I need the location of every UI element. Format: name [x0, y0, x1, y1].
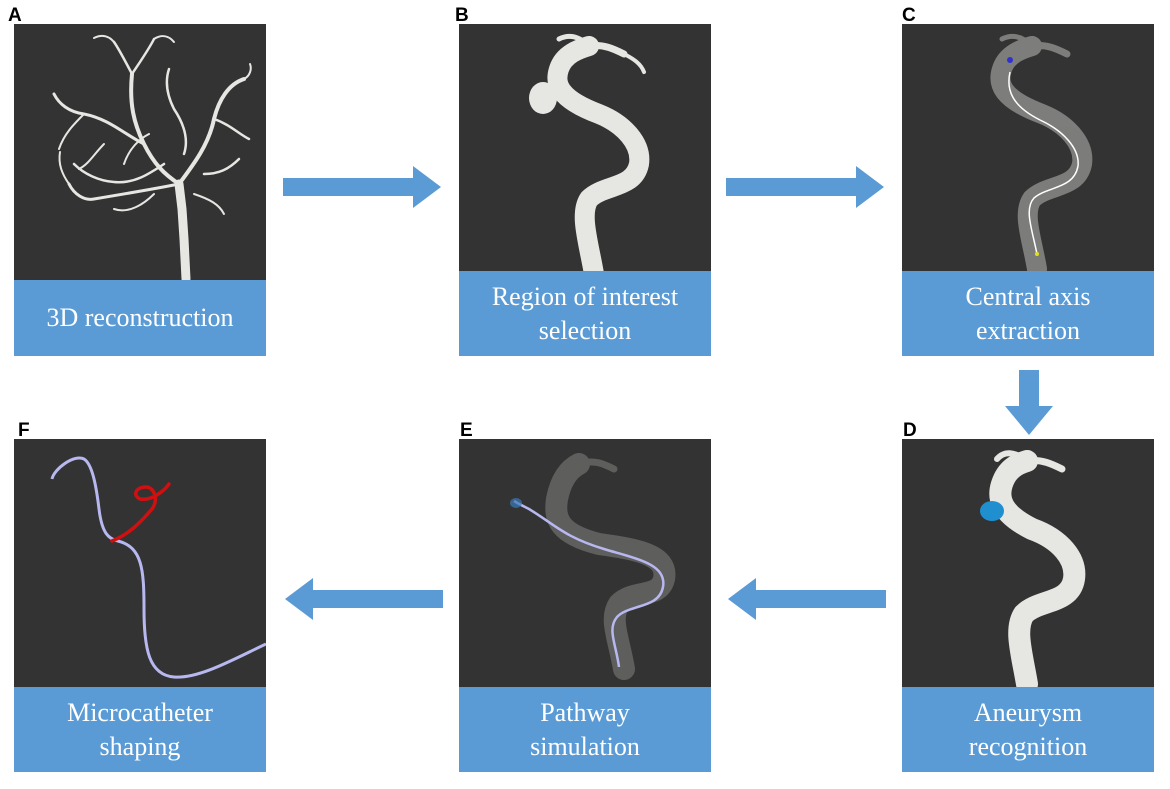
panel-a-letter: A	[8, 5, 22, 26]
cropped-artery-image	[529, 33, 650, 284]
panel-d-caption: Aneurysm recognition	[902, 687, 1154, 772]
artery-centerline-image	[990, 33, 1093, 279]
panel-b: Region of interest selection	[459, 24, 711, 356]
panel-c: Central axis extraction	[902, 24, 1154, 356]
panel-d: Aneurysm recognition	[902, 439, 1154, 772]
arrow-a-to-b	[283, 166, 441, 208]
panel-e: Pathway simulation	[459, 439, 711, 772]
brain-vessel-tree-image	[52, 34, 252, 284]
panel-a-caption: 3D reconstruction	[14, 280, 266, 356]
panel-f-caption: Microcatheter shaping	[14, 687, 266, 772]
catheter-path-in-artery-image	[510, 453, 676, 680]
artery-with-aneurysm-image	[980, 450, 1086, 695]
panel-e-caption: Pathway simulation	[459, 687, 711, 772]
arrow-d-to-e	[728, 578, 886, 620]
panel-f: Microcatheter shaping	[14, 439, 266, 772]
panel-c-letter: C	[902, 5, 916, 26]
panel-a: 3D reconstruction	[14, 24, 266, 356]
panel-b-letter: B	[455, 5, 469, 26]
panel-d-letter: D	[903, 420, 917, 441]
panel-b-caption: Region of interest selection	[459, 271, 711, 356]
arrow-c-to-d	[1005, 370, 1053, 435]
panel-c-caption: Central axis extraction	[902, 271, 1154, 356]
panel-f-letter: F	[18, 420, 30, 441]
panel-e-letter: E	[460, 420, 473, 441]
shaped-microcatheter-image	[50, 456, 266, 679]
arrow-e-to-f	[285, 578, 443, 620]
arrow-b-to-c	[726, 166, 884, 208]
